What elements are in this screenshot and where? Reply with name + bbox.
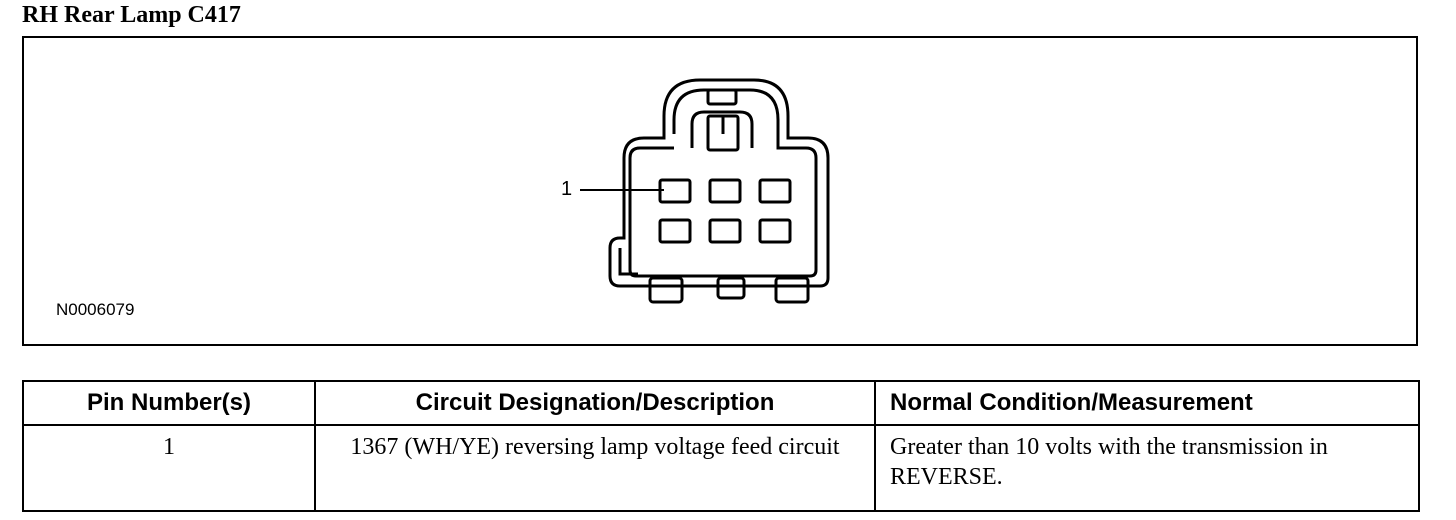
connector-side-rail — [618, 248, 638, 276]
table-header-row: Pin Number(s) Circuit Designation/Descri… — [22, 380, 1420, 426]
connector-figure: 1 N0006079 — [22, 36, 1418, 346]
pin-1-cavity — [658, 178, 692, 204]
pin-6-cavity — [758, 218, 792, 244]
pin-4-cavity — [658, 218, 692, 244]
pin-2-cavity — [708, 178, 742, 204]
header-condition: Normal Condition/Measurement — [874, 380, 1420, 426]
latch-arms — [690, 110, 754, 148]
cell-pin: 1 — [22, 424, 316, 512]
cell-condition: Greater than 10 volts with the transmiss… — [874, 424, 1420, 512]
pin-5-cavity — [708, 218, 742, 244]
table-row: 1 1367 (WH/YE) reversing lamp voltage fe… — [22, 424, 1420, 512]
header-pin-number: Pin Number(s) — [22, 380, 316, 426]
connector-outer-outline — [608, 78, 830, 288]
connector-foot-right — [774, 276, 810, 304]
header-circuit: Circuit Designation/Description — [314, 380, 876, 426]
pin-table: Pin Number(s) Circuit Designation/Descri… — [22, 380, 1420, 512]
latch-top — [706, 88, 738, 106]
connector-diagram — [580, 78, 830, 304]
cell-circuit: 1367 (WH/YE) reversing lamp voltage feed… — [314, 424, 876, 512]
figure-id: N0006079 — [56, 300, 135, 319]
connector-foot-left — [648, 276, 684, 304]
pin-1-callout-label: 1 — [561, 178, 573, 200]
pin-3-cavity — [758, 178, 792, 204]
connector-foot-middle — [716, 276, 746, 300]
page-title: RH Rear Lamp C417 — [22, 2, 241, 28]
